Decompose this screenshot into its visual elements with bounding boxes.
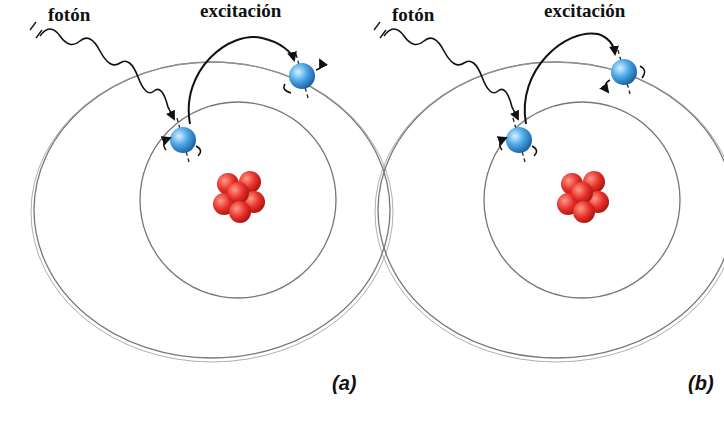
photon-label: fotón: [48, 4, 90, 26]
atom-b: [374, 22, 724, 362]
panel-tag: (b): [688, 372, 714, 395]
panel-tag: (a): [332, 372, 356, 395]
photon-label: fotón: [392, 4, 434, 26]
excitation-label: excitación: [544, 0, 625, 22]
excitation-label: excitación: [200, 0, 281, 22]
atom-a: [30, 22, 393, 362]
